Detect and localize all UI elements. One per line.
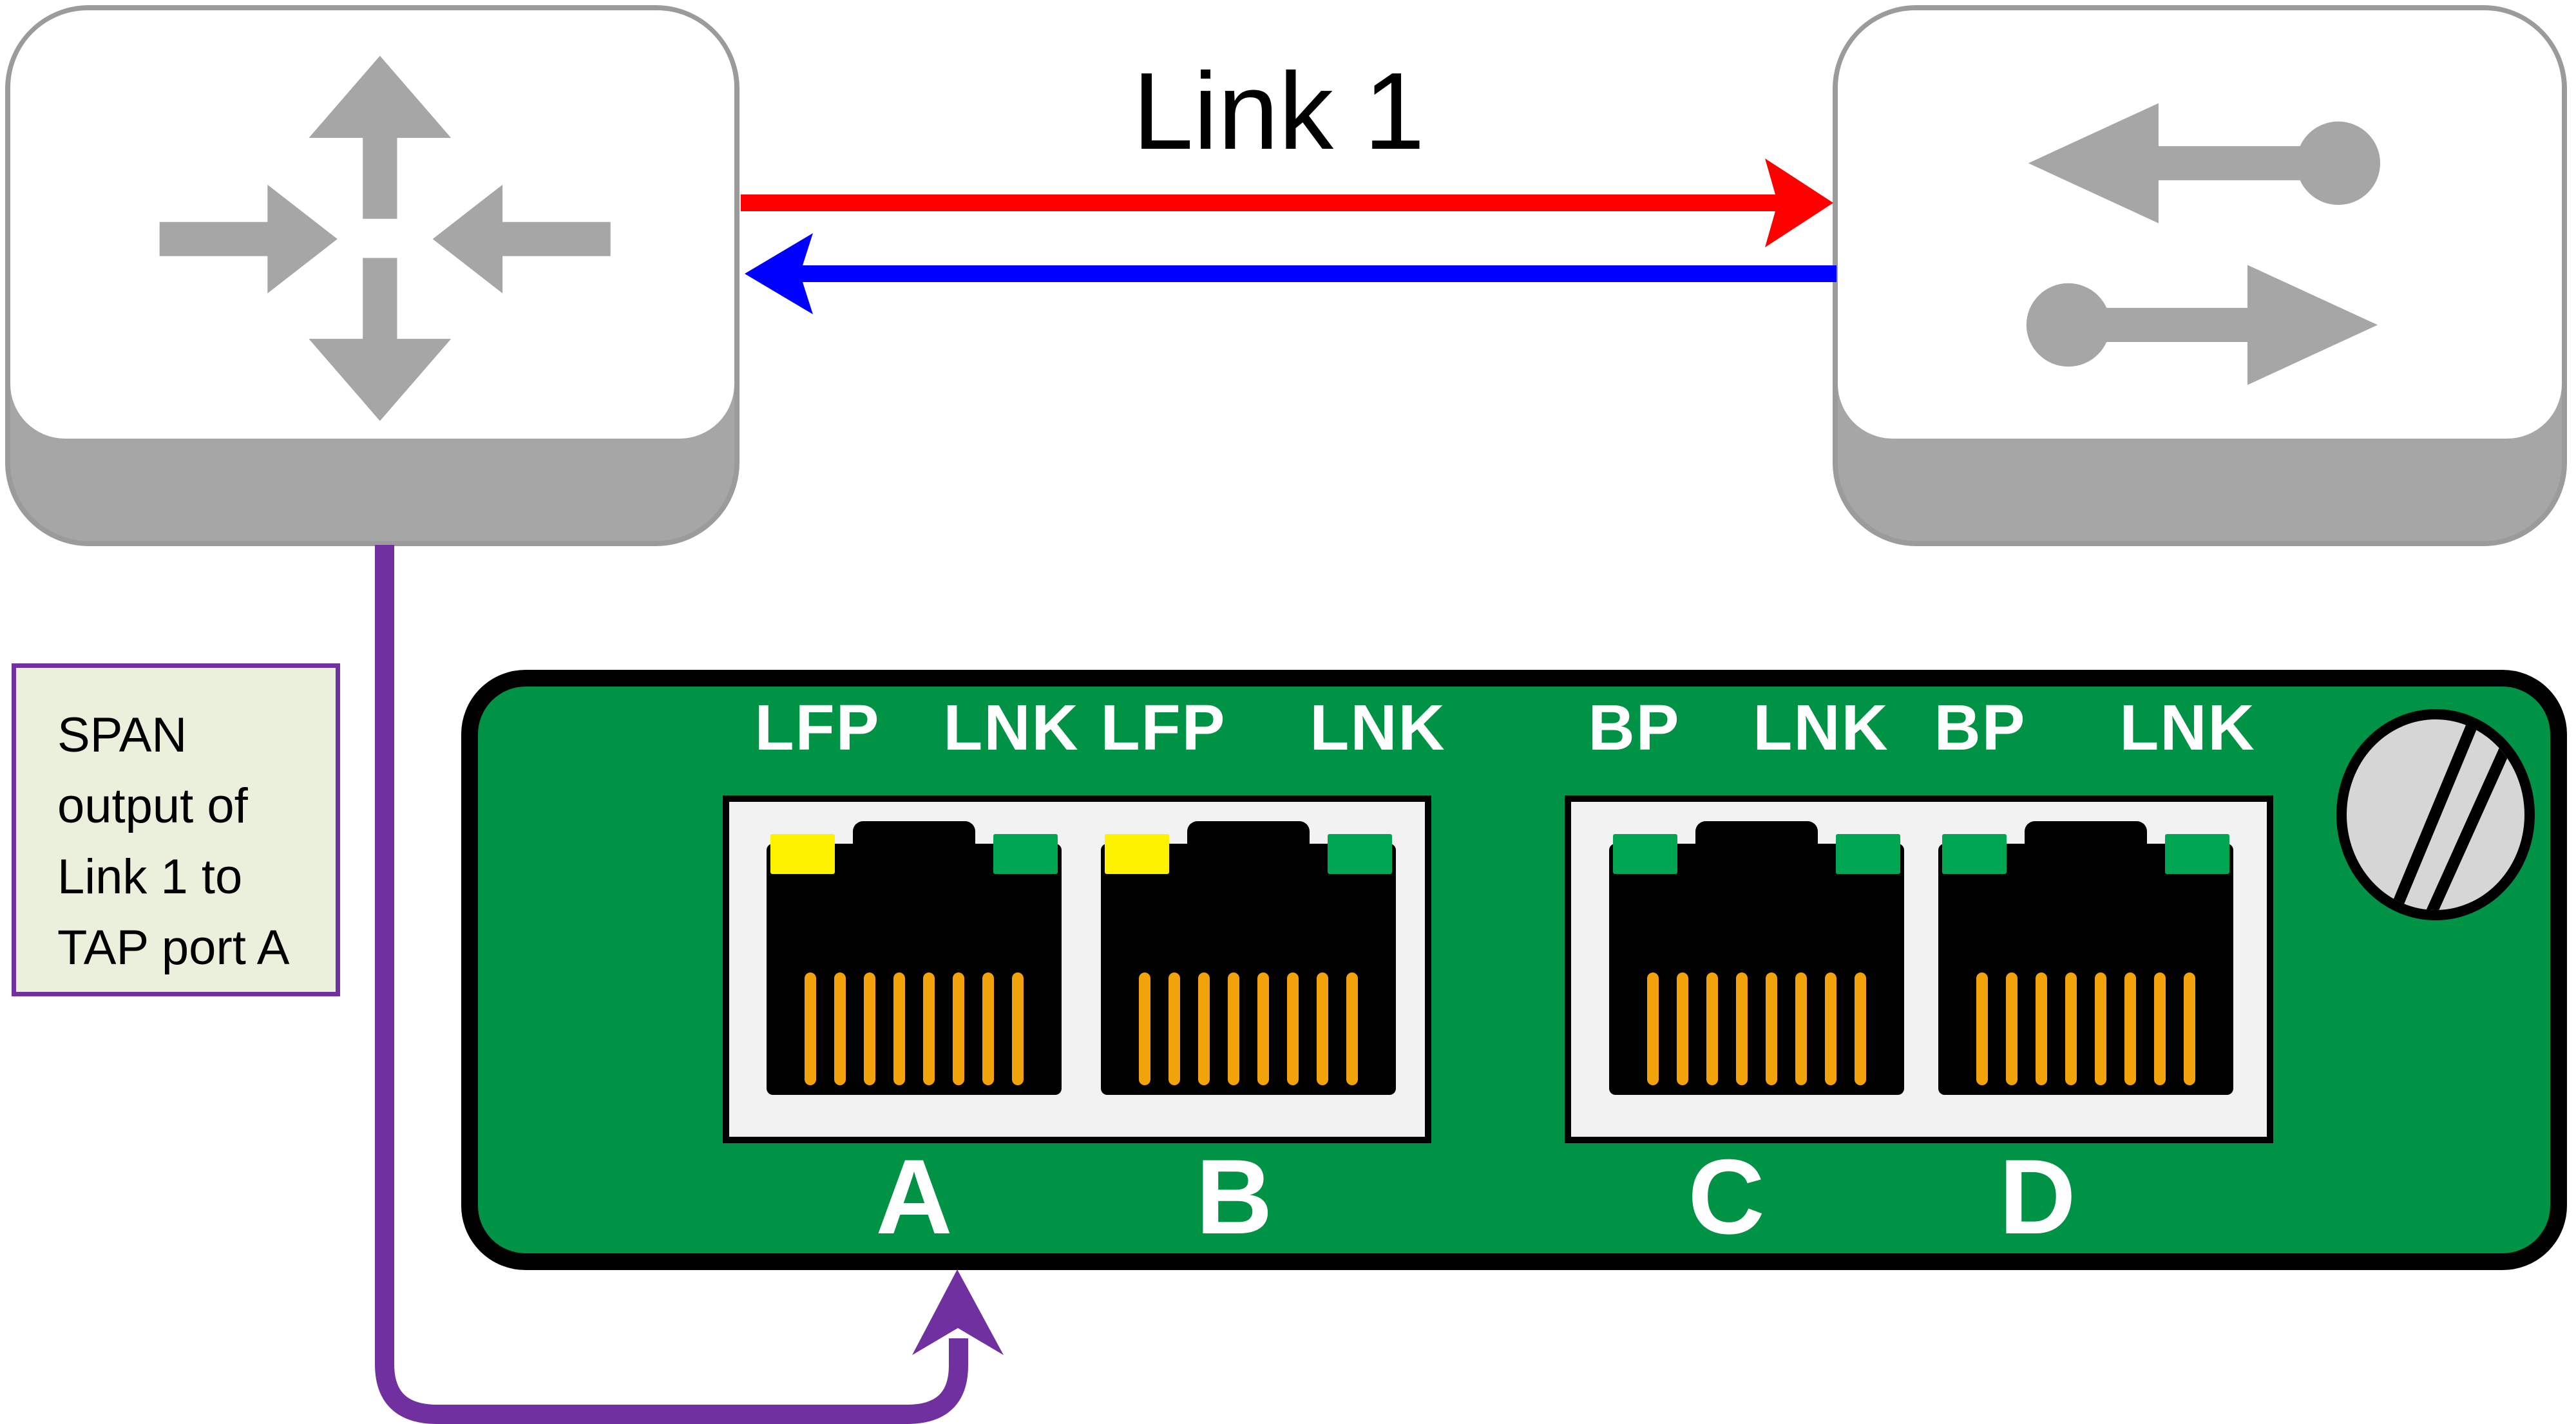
span-arrowhead xyxy=(912,1269,1004,1355)
router-icon xyxy=(159,55,611,421)
rj45-port-d xyxy=(1938,821,2233,1095)
led-lnk-a xyxy=(993,834,1058,874)
led-label-lnk-c: LNK xyxy=(1753,692,1889,764)
port-label-a: A xyxy=(875,1137,953,1256)
rj45-port-b xyxy=(1101,821,1396,1095)
rj45-pins xyxy=(1139,973,1358,1085)
led-label-bp-c: BP xyxy=(1588,692,1681,764)
router-device xyxy=(5,5,739,546)
led-label-lnk-a: LNK xyxy=(943,692,1080,764)
port-panel-ab xyxy=(723,795,1431,1143)
led-lnk-c xyxy=(1836,834,1900,874)
link1-label: Link 1 xyxy=(1132,50,1425,173)
span-note-box: SPAN output of Link 1 to TAP port A xyxy=(12,663,340,996)
note-line: TAP port A xyxy=(57,920,290,975)
switch-icon xyxy=(2026,103,2381,385)
note-line: SPAN xyxy=(57,708,187,763)
led-bp-d xyxy=(1942,834,2007,874)
led-label-lfp-a: LFP xyxy=(754,692,881,764)
tap-device: LFP LNK LFP LNK BP LNK BP LNK xyxy=(461,670,2567,1270)
rj45-port-c xyxy=(1609,821,1904,1095)
led-bp-c xyxy=(1613,834,1677,874)
switch-face xyxy=(1838,10,2562,439)
note-line: Link 1 to xyxy=(57,850,243,904)
link1-rx-arrow xyxy=(745,233,1837,314)
led-lnk-d xyxy=(2165,834,2229,874)
led-lfp-a xyxy=(770,834,835,874)
note-line: output of xyxy=(57,779,248,833)
led-lfp-b xyxy=(1105,834,1169,874)
switch-device xyxy=(1833,5,2567,546)
led-label-lnk-d: LNK xyxy=(2119,692,2256,764)
port-panel-cd xyxy=(1565,795,2273,1143)
rj45-pins xyxy=(805,973,1024,1085)
port-label-b: B xyxy=(1196,1137,1273,1256)
port-label-c: C xyxy=(1688,1137,1765,1256)
screw-icon xyxy=(2336,709,2535,920)
led-label-lfp-b: LFP xyxy=(1100,692,1226,764)
led-label-lnk-b: LNK xyxy=(1310,692,1446,764)
rj45-port-a xyxy=(767,821,1062,1095)
rj45-pins xyxy=(1647,973,1866,1085)
port-label-d: D xyxy=(1999,1137,2076,1256)
led-label-bp-d: BP xyxy=(1934,692,2027,764)
led-lnk-b xyxy=(1328,834,1392,874)
rj45-pins xyxy=(1976,973,2195,1085)
